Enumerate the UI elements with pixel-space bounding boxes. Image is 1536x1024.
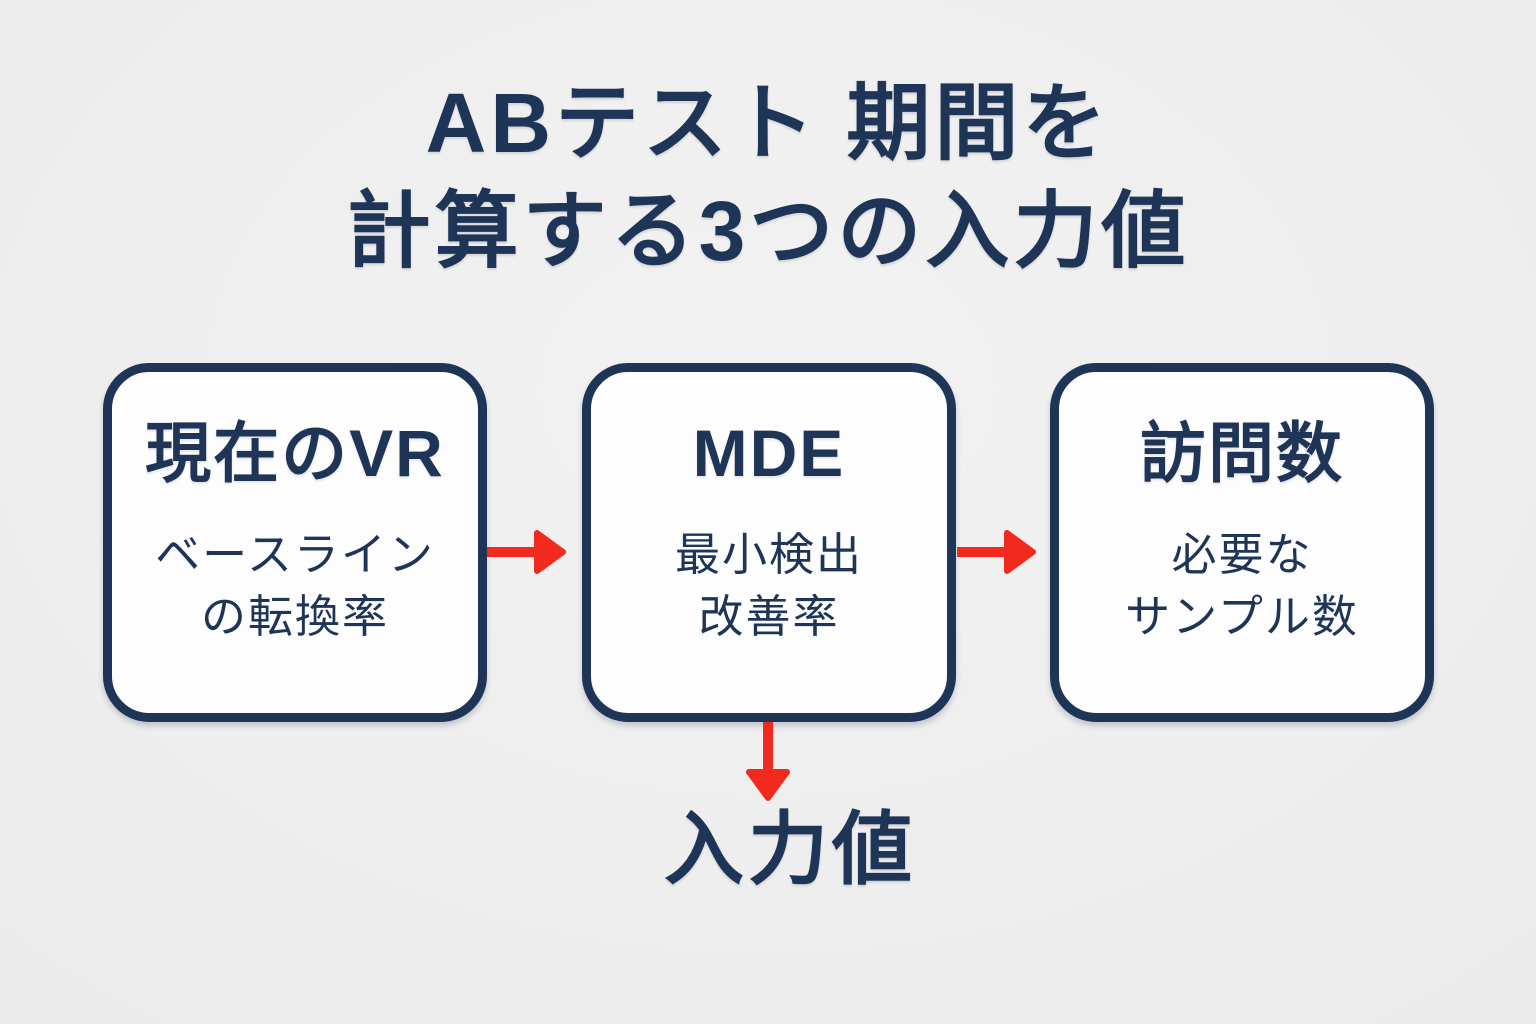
arrow-right-icon: [957, 530, 1036, 574]
box-mde-subtitle: 最小検出 改善率: [591, 524, 947, 648]
box-current-vr-subtitle: ベースライン の転換率: [112, 524, 478, 648]
page-title-line-2: 計算する3つの入力値: [346, 183, 1190, 278]
box-current-vr-heading: 現在のVR: [145, 416, 445, 490]
arrow-right-icon: [487, 530, 566, 574]
box-mde-subtitle-line-2: 改善率: [698, 591, 840, 642]
box-current-vr-subtitle-line-1: ベースライン: [155, 529, 435, 580]
output-label: 入力値: [664, 805, 916, 894]
box-visits: 訪問数 必要な サンプル数: [1050, 363, 1434, 722]
box-visits-subtitle-line-1: 必要な: [1171, 529, 1313, 580]
arrow-down-icon: [746, 722, 790, 801]
page-title: ABテスト 期間を 計算する3つの入力値: [0, 70, 1536, 285]
box-visits-subtitle-line-2: サンプル数: [1125, 591, 1359, 642]
box-visits-heading: 訪問数: [1140, 416, 1344, 490]
box-mde: MDE 最小検出 改善率: [582, 363, 956, 722]
box-visits-subtitle: 必要な サンプル数: [1059, 524, 1425, 648]
box-mde-heading: MDE: [692, 416, 846, 490]
page-title-line-1: ABテスト 期間を: [425, 76, 1111, 170]
box-mde-subtitle-line-1: 最小検出: [674, 529, 863, 580]
box-current-vr: 現在のVR ベースライン の転換率: [103, 363, 487, 722]
box-current-vr-subtitle-line-2: の転換率: [200, 591, 389, 642]
